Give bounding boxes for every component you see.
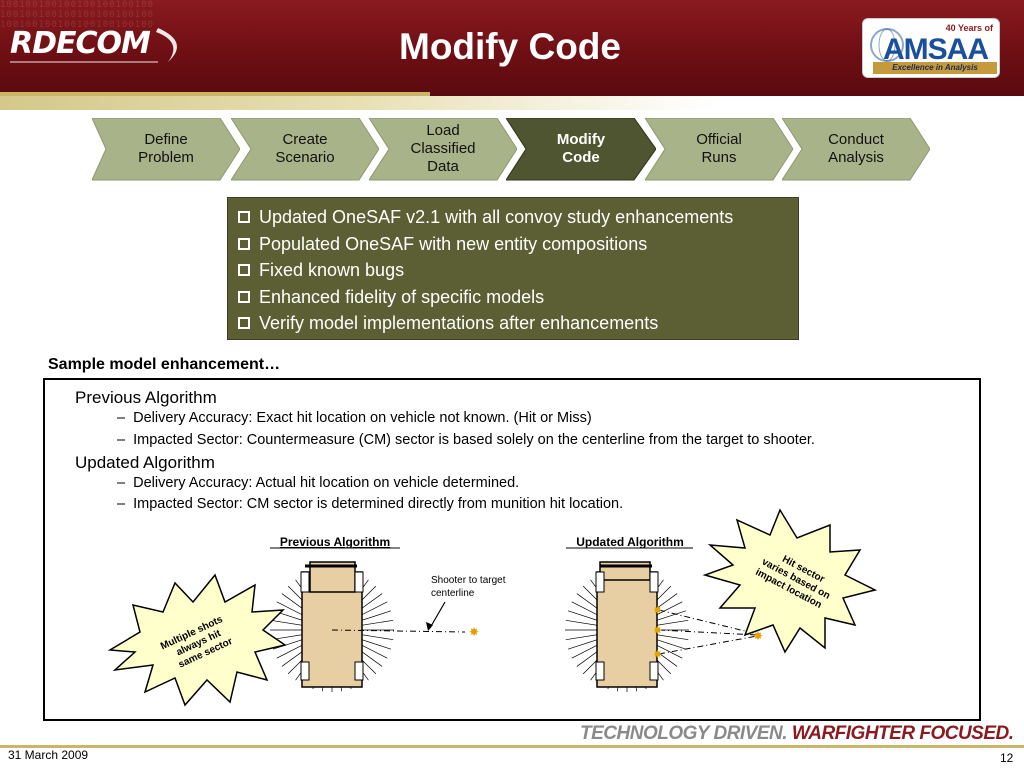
shot-spark-icon: ✸ <box>753 629 763 643</box>
step-label-line: Code <box>562 149 600 166</box>
bullet-text: Populated OneSAF with new entity composi… <box>259 233 648 254</box>
item-text: Delivery Accuracy: Actual hit location o… <box>133 475 520 491</box>
step-label-line: Scenario <box>275 149 335 166</box>
step-label-line: Define <box>144 131 188 148</box>
step-label-line: Load <box>426 122 460 139</box>
step-label-line: Problem <box>138 149 194 166</box>
pointer-arrow <box>429 601 446 629</box>
item-text: Impacted Sector: CM sector is determined… <box>133 496 624 512</box>
binary-pattern-decoration: 100100100100100100100100 100100100100100… <box>0 0 155 30</box>
hit-spark-icon: ✸ <box>653 649 662 661</box>
hit-line <box>658 635 758 655</box>
amsaa-logo: 40 Years of AMSAA Excellence in Analysis <box>862 18 1000 78</box>
tagline-part-1: TECHNOLOGY DRIVEN. <box>580 723 788 744</box>
amsaa-globe-icon <box>870 28 904 62</box>
previous-algorithm-heading: Previous Algorithm <box>75 388 217 407</box>
header-gold-line <box>0 92 430 96</box>
rdecom-logo: RDECOM <box>8 22 193 68</box>
updated-algorithm-heading: Updated Algorithm <box>75 453 215 472</box>
item-text: Delivery Accuracy: Exact hit location on… <box>133 410 592 426</box>
algorithm-diagram: Previous Algorithm Updated Algorithm ✸ S… <box>107 508 878 707</box>
sample-heading: Sample model enhancement… <box>48 356 281 373</box>
vehicle-previous <box>270 561 394 692</box>
shooter-label-line: Shooter to target <box>431 575 506 586</box>
footer-gold-line <box>0 745 1024 748</box>
step-label-line: Data <box>427 158 459 175</box>
item-text: Impacted Sector: Countermeasure (CM) sec… <box>133 432 815 448</box>
bullet-text: Fixed known bugs <box>259 260 405 280</box>
burst-callout-left: Multiple shots always hit same sector <box>107 573 287 707</box>
previous-item-2: – Impacted Sector: Countermeasure (CM) s… <box>117 432 815 448</box>
hit-line <box>658 629 758 636</box>
checkbox-bullet-icon <box>238 264 250 276</box>
enhancements-box: Updated OneSAF v2.1 with all convoy stud… <box>227 197 799 340</box>
burst-callout-right: Hit sector varies based on impact locati… <box>702 508 878 654</box>
page-title: Modify Code <box>399 26 621 67</box>
updated-item-1: – Delivery Accuracy: Actual hit location… <box>117 475 520 491</box>
arrow-head-icon <box>426 622 433 631</box>
step-label-line: Modify <box>556 131 606 148</box>
bullet-text: Updated OneSAF v2.1 with all convoy stud… <box>259 207 734 227</box>
amsaa-years-text: 40 Years of <box>945 23 993 33</box>
hit-spark-icon: ✸ <box>653 625 662 637</box>
step-label-line: Official <box>696 131 742 148</box>
step-label-line: Classified <box>410 140 476 157</box>
header-gold-band <box>0 96 1024 110</box>
hit-line <box>658 609 758 635</box>
vehicle-updated <box>565 561 689 692</box>
step-label-line: Conduct <box>828 131 884 148</box>
footer-date: 31 March 2009 <box>8 748 89 762</box>
hit-spark-icon: ✸ <box>653 605 662 617</box>
amsaa-tagline-text: Excellence in Analysis <box>873 62 997 74</box>
checkbox-bullet-icon <box>238 237 250 250</box>
step-label-line: Create <box>282 131 328 148</box>
diagram-updated-title: Updated Algorithm <box>576 535 684 549</box>
header-banner: 100100100100100100100100 100100100100100… <box>0 0 1024 96</box>
step-label-line: Analysis <box>828 149 884 166</box>
rdecom-swoosh-icon <box>10 28 177 63</box>
checkbox-bullet-icon <box>238 290 250 303</box>
page-number: 12 <box>1000 751 1014 765</box>
tagline-part-2: WARFIGHTER FOCUSED. <box>791 723 1014 744</box>
bullet-text: Enhanced fidelity of specific models <box>259 286 545 307</box>
bullet-item: Fixed known bugs <box>238 257 788 284</box>
centerline <box>331 629 466 633</box>
bullet-text: Verify model implementations after enhan… <box>259 313 659 333</box>
shooter-label-line: centerline <box>431 588 475 599</box>
shot-spark-icon: ✸ <box>469 625 479 639</box>
rdecom-logo-text: RDECOM <box>10 26 151 61</box>
checkbox-bullet-icon <box>238 211 250 223</box>
step-label-line: Runs <box>701 149 737 166</box>
footer-tagline: TECHNOLOGY DRIVEN. WARFIGHTER FOCUSED. <box>580 723 1014 745</box>
bullet-item: Verify model implementations after enhan… <box>238 310 788 337</box>
amsaa-name-text: AMSAA <box>883 33 989 66</box>
previous-item-1: – Delivery Accuracy: Exact hit location … <box>117 410 592 426</box>
bullet-item: Populated OneSAF with new entity composi… <box>238 231 788 258</box>
diagram-previous-title: Previous Algorithm <box>280 535 390 549</box>
updated-item-2: – Impacted Sector: CM sector is determin… <box>117 496 624 512</box>
bullet-item: Updated OneSAF v2.1 with all convoy stud… <box>238 204 788 231</box>
bullet-item: Enhanced fidelity of specific models <box>238 284 788 311</box>
checkbox-bullet-icon <box>238 317 250 329</box>
algorithm-box: Previous Algorithm – Delivery Accuracy: … <box>43 378 981 721</box>
